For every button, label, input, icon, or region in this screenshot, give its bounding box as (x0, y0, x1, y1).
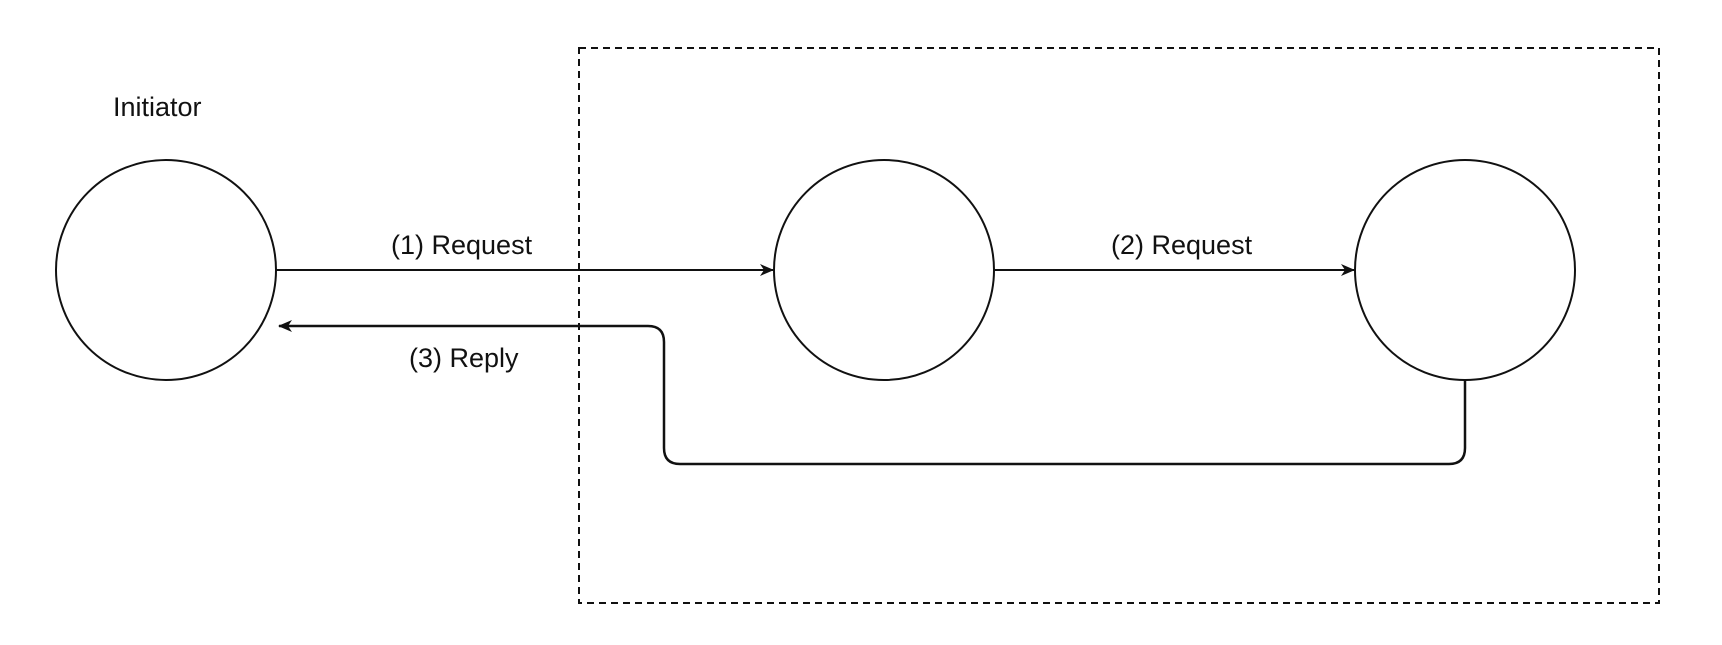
reply-3-label: (3) Reply (409, 343, 519, 373)
request-1-label: (1) Request (391, 230, 533, 260)
reply-3-arrow (278, 320, 1467, 466)
middle-node (773, 159, 995, 381)
initiator-node (55, 159, 277, 381)
right-node (1354, 159, 1576, 381)
request-2-label: (2) Request (1111, 230, 1253, 260)
initiator-label: Initiator (113, 92, 202, 122)
